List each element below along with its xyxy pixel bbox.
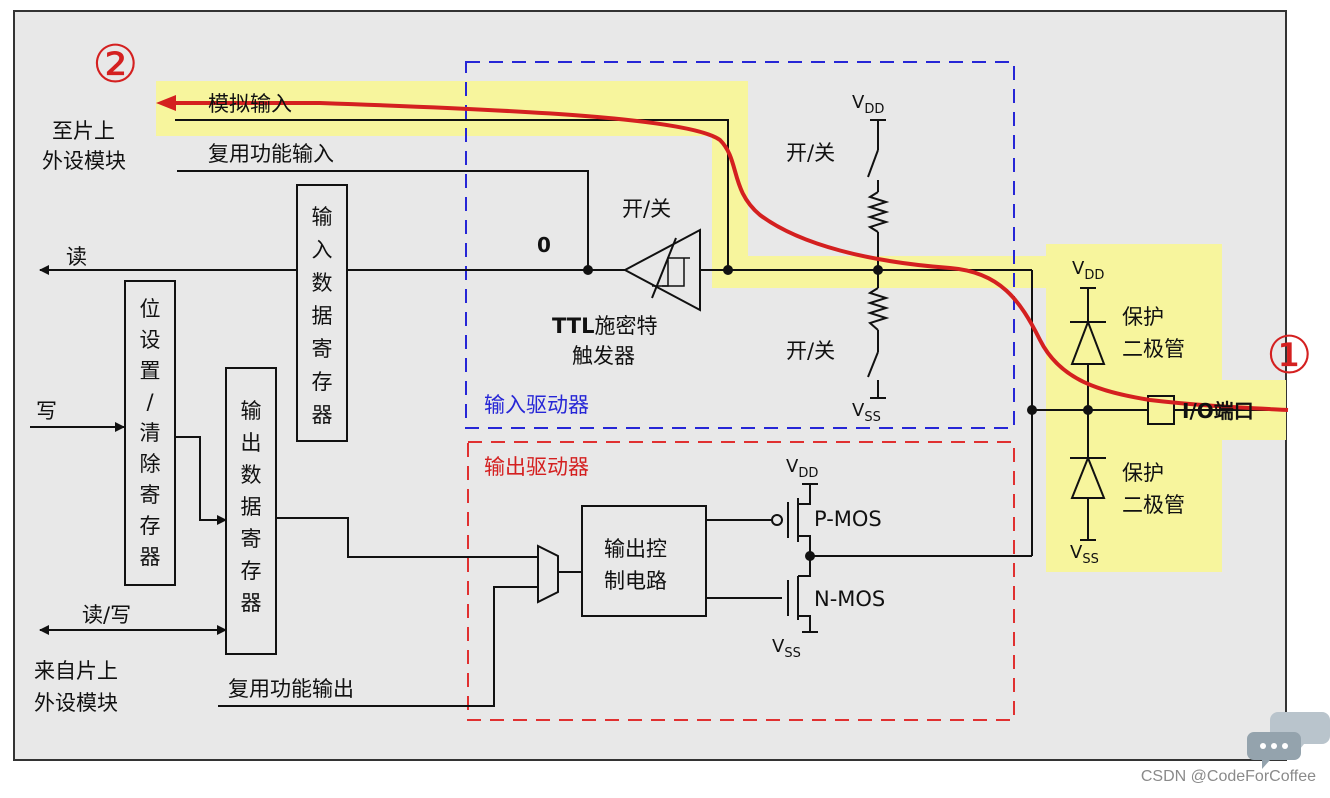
register-char: 输 <box>241 399 262 423</box>
output-control-circuit <box>581 505 707 617</box>
ttl-schmitt-trigger <box>622 228 701 312</box>
protect-top-line2: 二极管 <box>1122 337 1185 361</box>
output-data-register <box>225 367 277 655</box>
vss-diode: VSS <box>1070 542 1099 567</box>
bit-set-reset-register <box>124 280 176 586</box>
ss-subscript: SS <box>864 410 881 425</box>
alt-func-output-label: 复用功能输出 <box>228 677 354 701</box>
register-char: 存 <box>140 514 161 538</box>
register-char: 清 <box>140 421 161 445</box>
register-char: 器 <box>140 545 161 569</box>
output-driver-box <box>467 441 1015 721</box>
input-driver-label: 输入驱动器 <box>484 393 589 417</box>
register-char: 据 <box>241 495 262 519</box>
zero-label: 0 <box>537 233 551 257</box>
register-char: 器 <box>241 591 262 615</box>
vdd-diode: VDD <box>1072 258 1104 283</box>
pullup-resistor <box>866 191 890 233</box>
dd-subscript: DD <box>1084 268 1104 283</box>
write-label: 写 <box>36 399 57 423</box>
vdd-switch-top: VDD <box>852 92 884 117</box>
vdd-pmos: VDD <box>786 456 818 481</box>
output-driver-label: 输出驱动器 <box>484 455 589 479</box>
ttl-label-line1: TTL施密特 <box>552 314 658 338</box>
output-mux <box>537 544 559 604</box>
register-char: 存 <box>241 559 262 583</box>
protect-bottom-line2: 二极管 <box>1122 493 1185 517</box>
ss-subscript: SS <box>784 646 801 661</box>
register-char: 除 <box>140 452 161 476</box>
v-letter: V <box>772 636 785 657</box>
register-char: 存 <box>312 370 333 394</box>
to-chip-line1: 至片上 <box>52 119 115 143</box>
analog-input-label: 模拟输入 <box>208 92 292 116</box>
junctions <box>583 265 1093 561</box>
v-letter: V <box>1072 258 1085 279</box>
dd-subscript: DD <box>864 102 884 117</box>
register-char: 寄 <box>140 483 161 507</box>
from-chip-line2: 外设模块 <box>34 691 118 715</box>
read-write-label: 读/写 <box>82 603 131 627</box>
alt-func-input-label: 复用功能输入 <box>208 142 334 166</box>
register-char: 数 <box>241 463 262 487</box>
register-char: 器 <box>312 403 333 427</box>
protect-bottom-line1: 保护 <box>1122 461 1164 485</box>
vss-switch-bottom: VSS <box>852 400 881 425</box>
register-char: 入 <box>312 238 333 262</box>
ss-subscript: SS <box>1082 552 1099 567</box>
analog-path-highlight <box>156 81 1286 572</box>
register-char: 输 <box>312 205 333 229</box>
analog-signal-arrowhead <box>156 95 176 111</box>
ttl-suffix: 施密特 <box>595 314 658 338</box>
register-char: 寄 <box>241 527 262 551</box>
pmos-label: P-MOS <box>814 507 882 531</box>
protection-diode-bottom <box>1070 455 1106 499</box>
read-label: 读 <box>66 245 87 269</box>
analog-signal-path <box>172 101 1289 412</box>
switch-bottom-label: 开/关 <box>786 339 835 363</box>
vss-nmos: VSS <box>772 636 801 661</box>
register-char: / <box>146 390 154 414</box>
marker-2: ② <box>92 35 139 95</box>
register-char: 寄 <box>312 337 333 361</box>
register-char: 出 <box>241 431 262 455</box>
register-char: 数 <box>312 271 333 295</box>
register-char: 设 <box>140 328 161 352</box>
input-data-register <box>296 184 348 442</box>
nmos-label: N-MOS <box>814 587 885 611</box>
pmos-gate-bubble <box>771 514 783 526</box>
protect-top-line1: 保护 <box>1122 305 1164 329</box>
v-letter: V <box>852 400 865 421</box>
v-letter: V <box>1070 542 1083 563</box>
chat-logo-icon <box>1247 712 1330 769</box>
protection-diode-top <box>1070 319 1106 365</box>
marker-1: ① <box>1266 326 1313 386</box>
to-chip-line2: 外设模块 <box>42 149 126 173</box>
pulldown-resistor <box>866 287 890 331</box>
from-chip-line1: 来自片上 <box>34 659 118 683</box>
output-control-line2: 制电路 <box>604 569 667 593</box>
ttl-label-line2: 触发器 <box>572 344 635 368</box>
ttl-prefix: TTL <box>552 314 595 338</box>
output-control-line1: 输出控 <box>604 537 667 561</box>
dd-subscript: DD <box>798 466 818 481</box>
input-driver-box <box>465 61 1015 429</box>
v-letter: V <box>786 456 799 477</box>
register-char: 置 <box>140 359 161 383</box>
v-letter: V <box>852 92 865 113</box>
io-port-label: I/O端口 <box>1182 399 1254 423</box>
watermark: CSDN @CodeForCoffee <box>1140 768 1316 785</box>
register-char: 位 <box>140 297 161 321</box>
switch-top-label: 开/关 <box>786 141 835 165</box>
register-char: 据 <box>312 304 333 328</box>
ttl-switch-label: 开/关 <box>622 197 671 221</box>
